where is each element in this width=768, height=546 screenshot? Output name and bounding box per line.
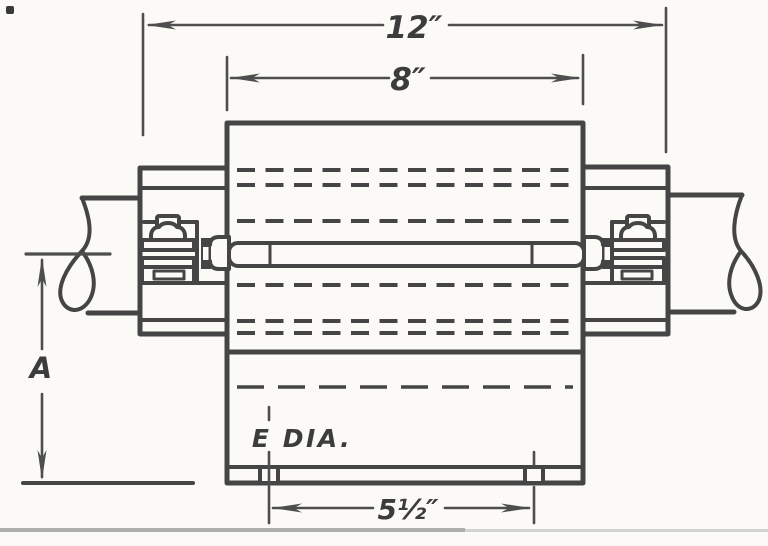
shaft-right bbox=[665, 192, 763, 315]
dim-5half-arrowhead-left bbox=[272, 503, 302, 513]
e-dia-label: E DIA. bbox=[252, 424, 352, 453]
dimension-face-8: 8″ bbox=[225, 53, 585, 112]
tie-rod-washer-slot-left bbox=[203, 247, 209, 260]
tie-rod bbox=[201, 235, 612, 271]
bearing-left-nut bbox=[149, 221, 187, 242]
dim-12-label: 12″ bbox=[386, 10, 443, 46]
dim-a-label: A bbox=[28, 351, 52, 385]
bearing-left-lock-slot bbox=[152, 269, 186, 281]
dim-8-arrowhead-right bbox=[551, 73, 581, 83]
dimension-overall-12: 12″ bbox=[141, 6, 668, 154]
scan-speck bbox=[6, 6, 14, 14]
dim-12-arrowhead-right bbox=[633, 20, 663, 30]
dim-8-arrowhead-left bbox=[230, 73, 260, 83]
bearing-left bbox=[137, 165, 230, 337]
scan-edge-line-light bbox=[465, 529, 768, 532]
dim-a-arrowhead-down bbox=[37, 450, 47, 480]
bearing-right-nut bbox=[619, 221, 657, 242]
bearing-right-washer-plate bbox=[610, 238, 666, 252]
bearing-left-washer-plate bbox=[140, 238, 196, 252]
scan-edge-line-dark bbox=[0, 528, 465, 532]
dim-5half-arrowhead-right bbox=[501, 503, 531, 513]
shaft-left-break-curve bbox=[58, 196, 96, 312]
dim-5half-label: 5½″ bbox=[378, 493, 439, 526]
bearing-right-lock-slot bbox=[620, 269, 654, 281]
tie-rod-washer-slot-right bbox=[604, 247, 610, 260]
dim-8-label: 8″ bbox=[390, 62, 426, 98]
dim-12-arrowhead-left bbox=[146, 20, 176, 30]
dim-a-arrowhead-up bbox=[37, 257, 47, 287]
dimension-height-a: A bbox=[24, 252, 112, 480]
drum-hole-right bbox=[523, 465, 545, 485]
shaft-left bbox=[58, 195, 143, 316]
dimension-holes-5half: 5½″ bbox=[267, 405, 536, 526]
shaft-right-break-curve bbox=[727, 193, 763, 311]
